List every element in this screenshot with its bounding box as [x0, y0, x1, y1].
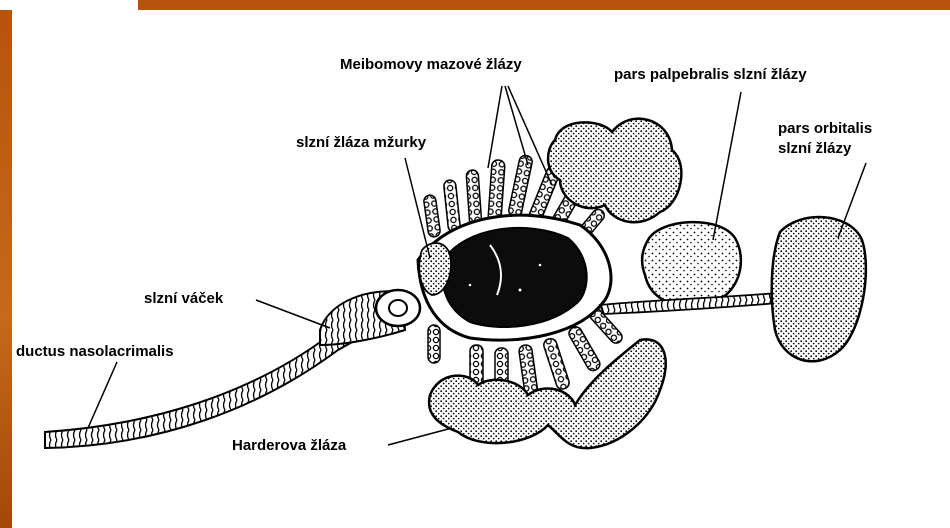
eyeball	[442, 228, 587, 327]
label-lacrimal-sac: slzní váček	[144, 290, 223, 307]
orbital-lacrimal-gland	[772, 217, 866, 361]
label-harderian-gland: Harderova žláza	[232, 437, 346, 454]
label-meibomian-glands: Meibomovy mazové žlázy	[340, 56, 522, 73]
label-nictitans-gland: slzní žláza mžurky	[296, 134, 426, 151]
label-palpebral-part: pars palpebralis slzní žlázy	[614, 66, 807, 83]
label-nasolacrimal-duct: ductus nasolacrimalis	[16, 343, 174, 360]
label-orbital-part-line2: slzní žlázy	[778, 140, 851, 157]
label-orbital-part-line1: pars orbitalis	[778, 120, 872, 137]
